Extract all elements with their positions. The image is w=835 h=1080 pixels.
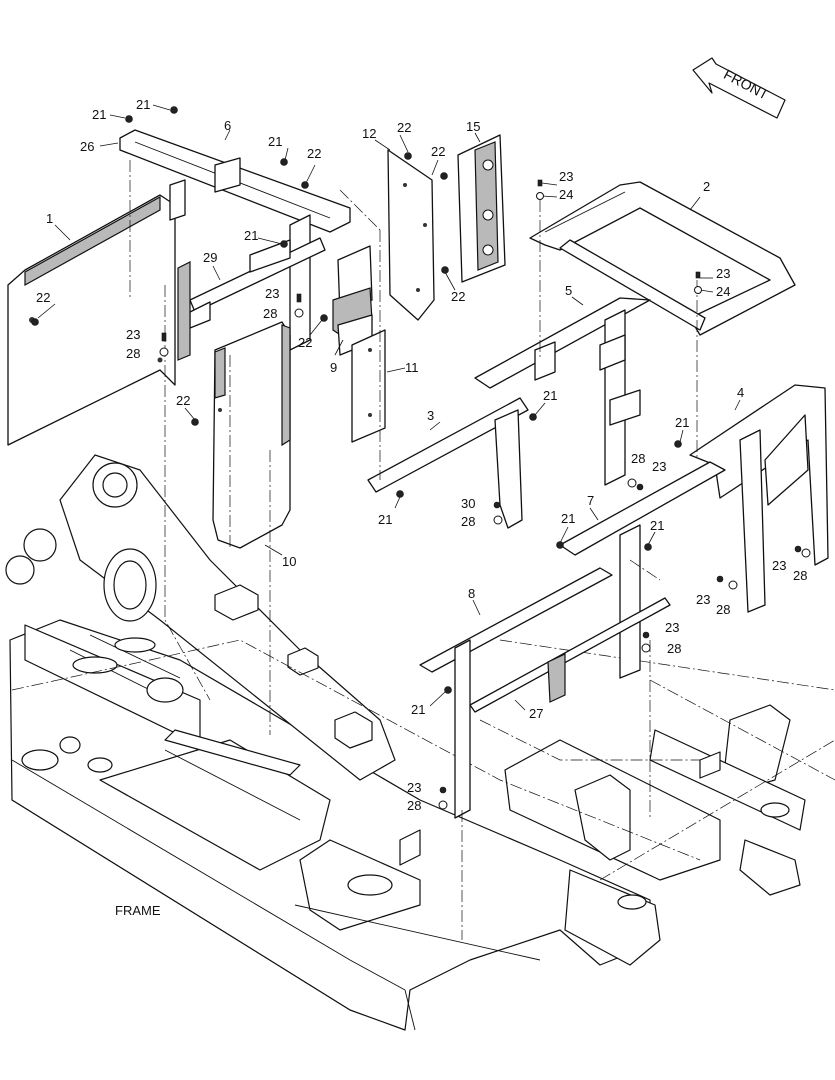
callout-labels: 1 2 3 4 5 6 7 8 9 10 11 12 15 21 21 21 2…: [36, 97, 807, 813]
callout-22-g: 22: [36, 290, 50, 305]
callout-26: 26: [80, 139, 94, 154]
callout-10: 10: [282, 554, 296, 569]
callout-23-d: 23: [126, 327, 140, 342]
callout-24-a: 24: [559, 187, 573, 202]
callout-3: 3: [427, 408, 434, 423]
callout-28-f: 28: [716, 602, 730, 617]
part-1-strip: [177, 261, 191, 361]
callout-21-j: 21: [411, 702, 425, 717]
part-4-rear-frame: [689, 384, 829, 613]
callout-30: 30: [461, 496, 475, 511]
callout-15: 15: [466, 119, 480, 134]
callout-22-c: 22: [431, 144, 445, 159]
callout-23-i: 23: [407, 780, 421, 795]
frame-label: FRAME: [115, 903, 161, 918]
main-frame: [5, 454, 835, 1031]
part-5-bracket: [474, 297, 651, 486]
callout-5: 5: [565, 283, 572, 298]
part-3-bracket: [367, 397, 529, 529]
fasteners: [31, 106, 811, 810]
callout-21-b: 21: [136, 97, 150, 112]
callout-27: 27: [529, 706, 543, 721]
callout-28-h: 28: [407, 798, 421, 813]
callout-23-h: 23: [665, 620, 679, 635]
callout-23-a: 23: [559, 169, 573, 184]
callout-21-d: 21: [244, 228, 258, 243]
callout-23-f: 23: [772, 558, 786, 573]
callout-8: 8: [468, 586, 475, 601]
callout-28-e: 28: [793, 568, 807, 583]
part-10-panel: [212, 321, 291, 549]
part-2-upper-frame: [529, 181, 796, 336]
callout-7: 7: [587, 493, 594, 508]
callout-22-d: 22: [451, 289, 465, 304]
callout-2: 2: [703, 179, 710, 194]
callout-21-c: 21: [268, 134, 282, 149]
callout-23-c: 23: [265, 286, 279, 301]
callout-28-g: 28: [667, 641, 681, 656]
callout-23-e: 23: [652, 459, 666, 474]
callout-28-d: 28: [461, 514, 475, 529]
part-15-bracket: [457, 134, 506, 283]
callout-21-g: 21: [675, 415, 689, 430]
callout-21-f: 21: [378, 512, 392, 527]
part-11-plate: [351, 329, 386, 443]
callout-6: 6: [224, 118, 231, 133]
callout-21-i: 21: [650, 518, 664, 533]
part-29-bracket: [189, 237, 326, 329]
part-27-bar: [469, 597, 671, 713]
front-direction-arrow: FRONT: [692, 57, 786, 119]
callout-11: 11: [405, 360, 419, 375]
callout-22-e: 22: [298, 335, 312, 350]
callout-28-b: 28: [126, 346, 140, 361]
callout-9: 9: [330, 360, 337, 375]
callout-4: 4: [737, 385, 744, 400]
part-1-left-panel: [7, 194, 176, 446]
callout-1: 1: [46, 211, 53, 226]
callout-22-f: 22: [176, 393, 190, 408]
callout-21-h: 21: [561, 511, 575, 526]
callout-23-g: 23: [696, 592, 710, 607]
callout-23-b: 23: [716, 266, 730, 281]
callout-22-b: 22: [397, 120, 411, 135]
callout-22-a: 22: [307, 146, 321, 161]
callout-21-a: 21: [92, 107, 106, 122]
part-8-beam: [419, 567, 613, 819]
part-12-plate: [387, 149, 435, 321]
callout-28-a: 28: [263, 306, 277, 321]
callout-24-b: 24: [716, 284, 730, 299]
leader-lines: [37, 104, 741, 940]
callout-28-c: 28: [631, 451, 645, 466]
callout-21-e: 21: [543, 388, 557, 403]
callout-12: 12: [362, 126, 376, 141]
callout-29: 29: [203, 250, 217, 265]
